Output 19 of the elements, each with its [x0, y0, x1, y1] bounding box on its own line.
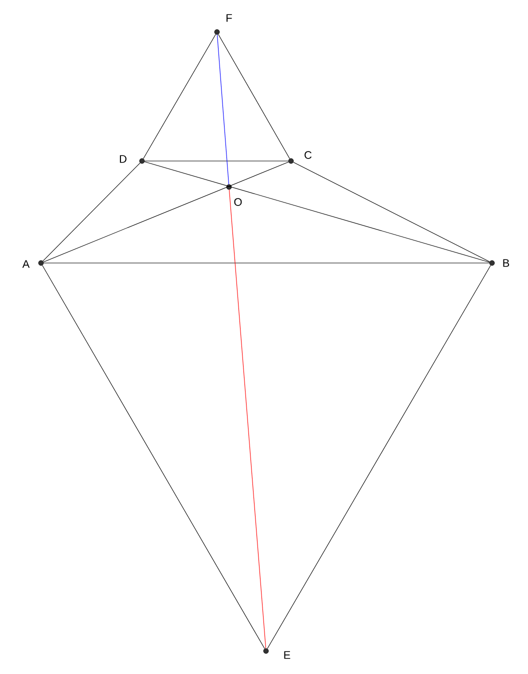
line-segment	[216, 34, 230, 185]
line-segment	[144, 161, 490, 263]
line-segment	[218, 34, 290, 159]
line-segment	[267, 265, 491, 649]
point-label: D	[120, 155, 126, 163]
line-segment	[143, 34, 216, 159]
line-segment	[42, 162, 140, 262]
line-segment	[293, 162, 490, 262]
line-segment	[144, 160, 289, 162]
point-label: B	[503, 259, 510, 267]
line-segment	[228, 189, 266, 649]
point-label: C	[304, 151, 312, 159]
line-segment	[42, 265, 265, 649]
point-label: O	[234, 198, 242, 206]
point-label: A	[22, 260, 30, 268]
line-segment	[43, 162, 289, 262]
point-label: E	[284, 651, 290, 659]
point-label: F	[226, 14, 232, 22]
line-segment	[43, 262, 490, 264]
